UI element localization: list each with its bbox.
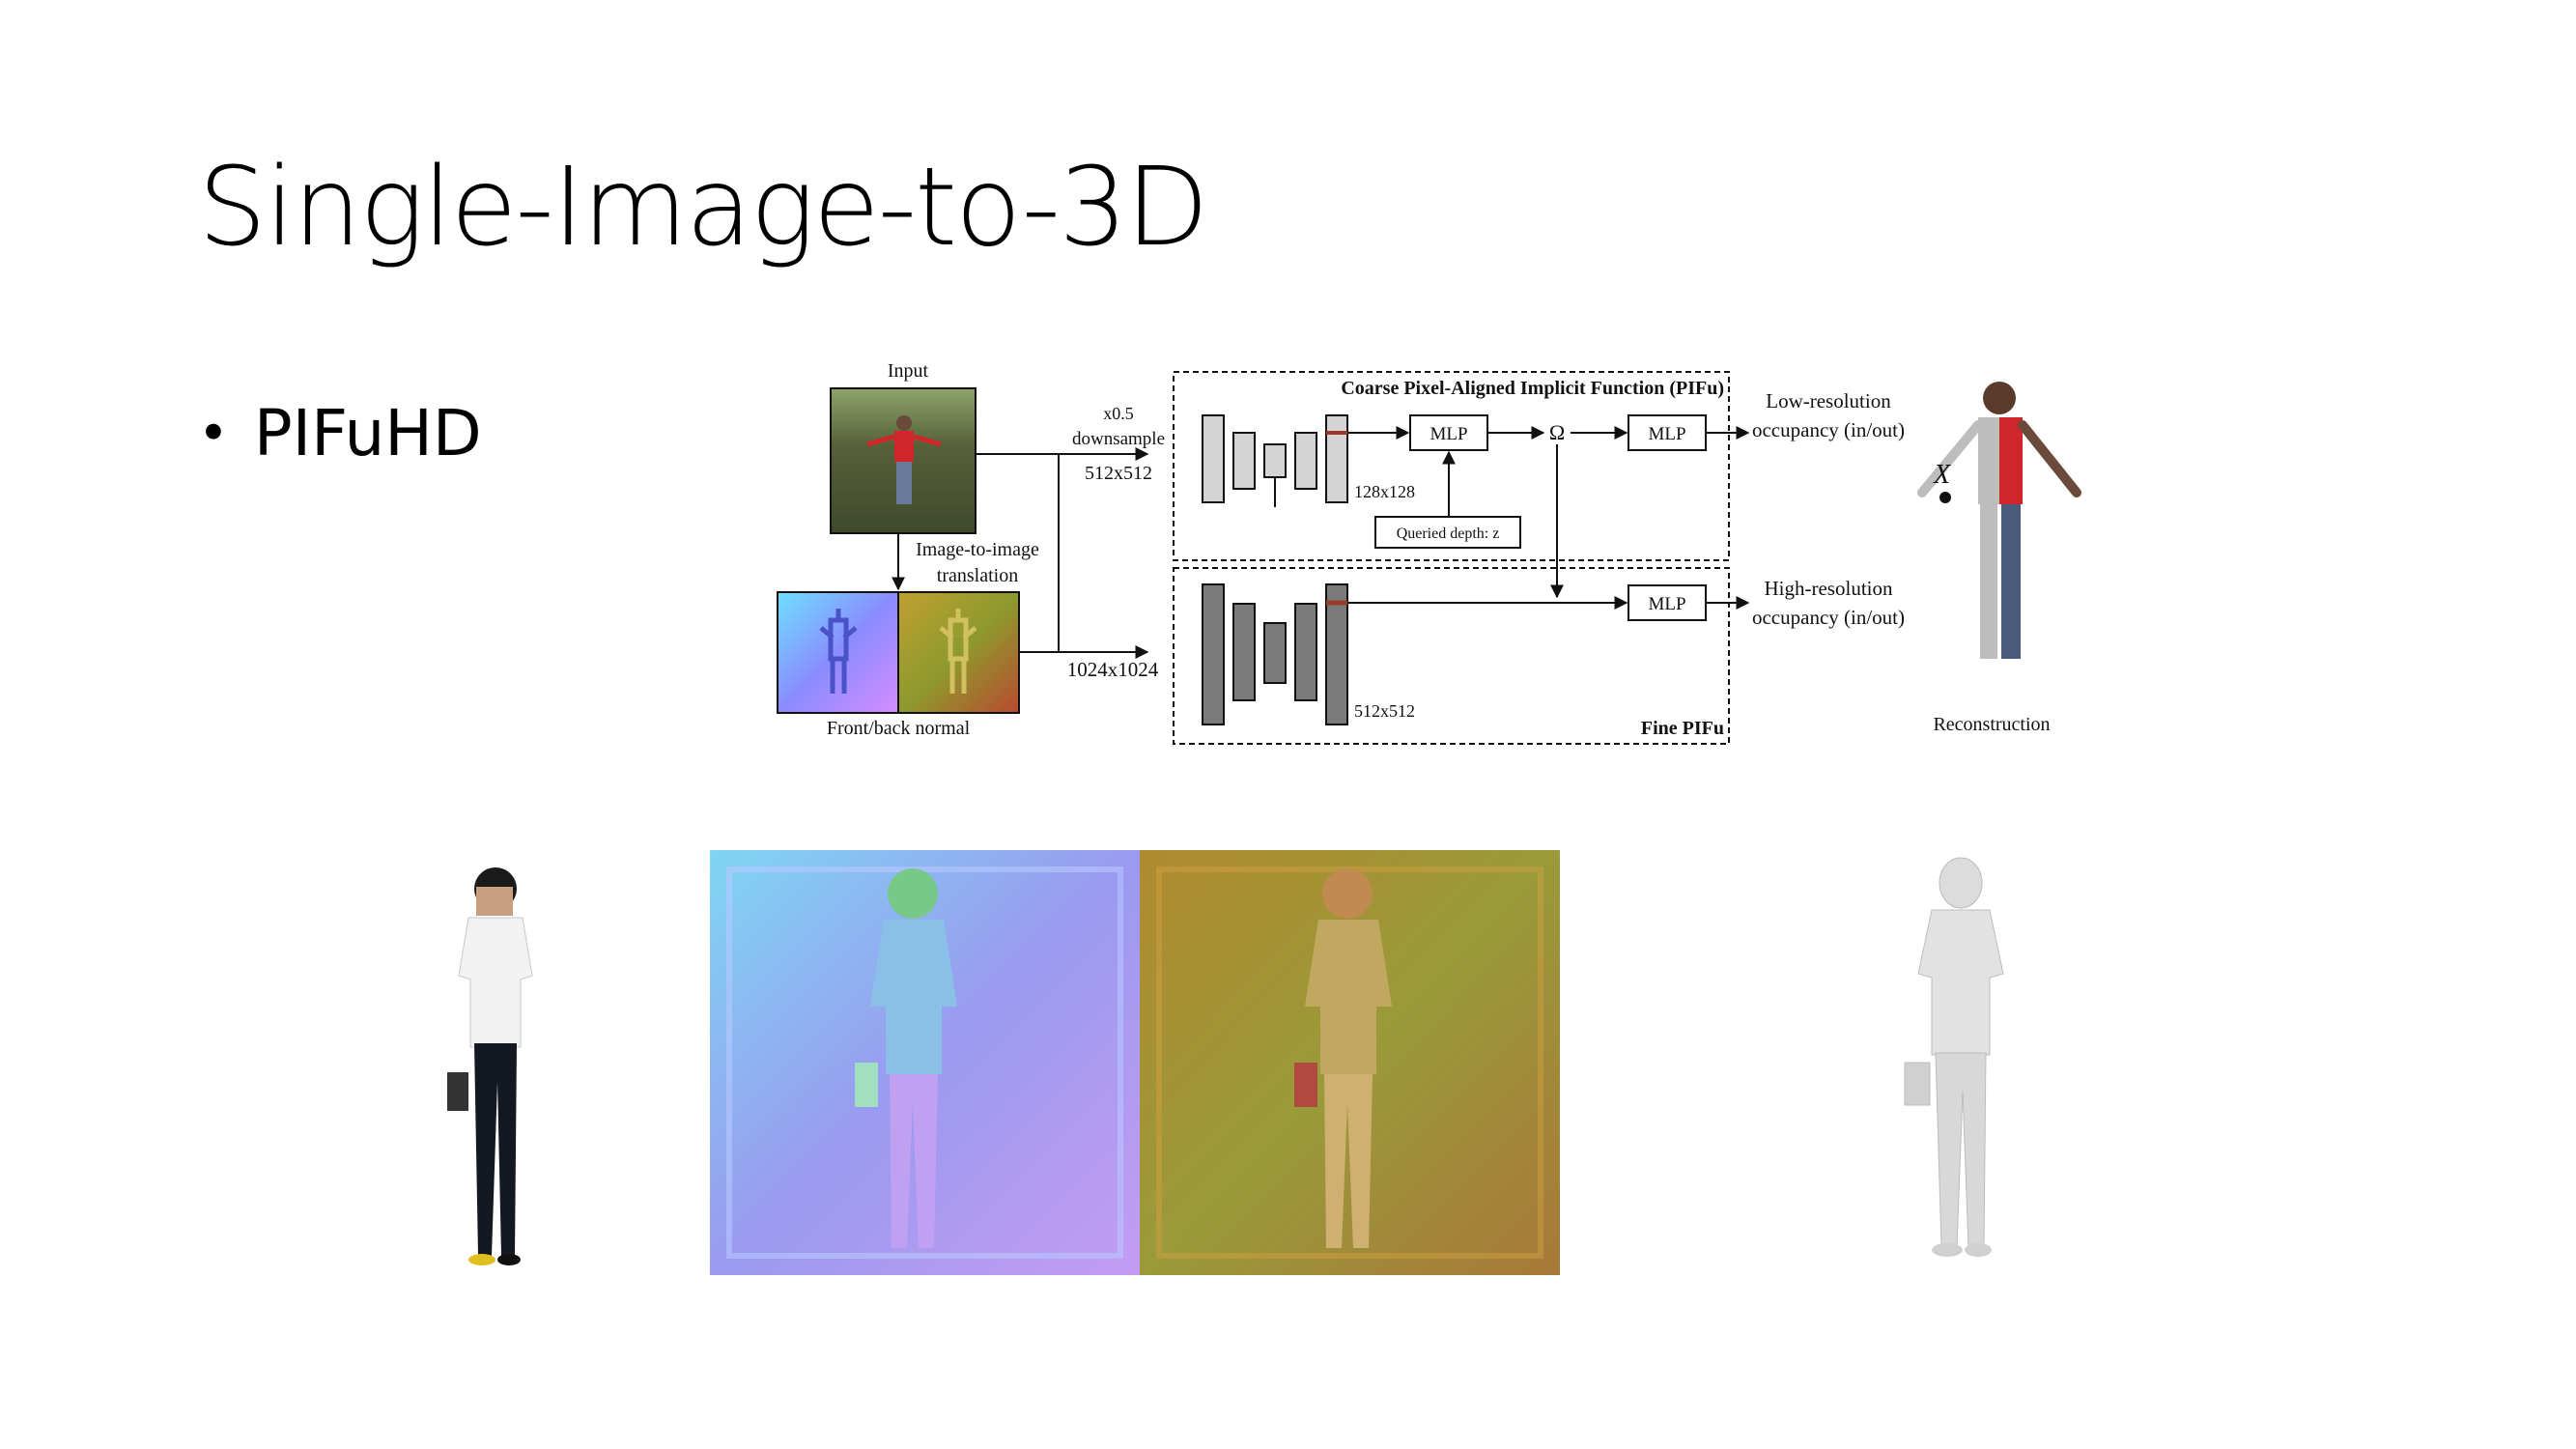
bullet-dot-icon: •: [198, 403, 229, 464]
fine-encoder: [1202, 583, 1348, 725]
coarse-feature-size: 128x128: [1354, 482, 1415, 501]
high-res-output-label-2: occupancy (in/out): [1752, 606, 1905, 629]
front-normal-map: [777, 591, 899, 714]
sample-reconstruction-mesh: [1835, 850, 2125, 1275]
downsample-label: x0.5: [1103, 404, 1134, 423]
sample-front-normal-map: [710, 850, 1140, 1275]
low-res-output-label-2: occupancy (in/out): [1752, 418, 1905, 441]
translation-label-2: translation: [937, 565, 1018, 586]
translation-label: Image-to-image: [916, 539, 1039, 560]
coarse-mlp-label: MLP: [1430, 424, 1467, 444]
low-res-output-label: Low-resolution: [1766, 389, 1891, 412]
high-res-output-label: High-resolution: [1765, 577, 1893, 600]
fine-feature-size: 512x512: [1354, 701, 1415, 721]
input-label: Input: [888, 360, 929, 382]
downsample-label-2: downsample: [1072, 429, 1165, 449]
coarse-output-mlp-label: MLP: [1648, 424, 1685, 444]
fine-resolution-label: 1024x1024: [1067, 658, 1159, 681]
reconstruction-label: Reconstruction: [1933, 714, 2050, 735]
coarse-resolution-label: 512x512: [1085, 463, 1152, 484]
fine-mlp-label: MLP: [1648, 594, 1685, 614]
normal-caption: Front/back normal: [827, 718, 971, 739]
omega-symbol: Ω: [1549, 420, 1565, 444]
reconstruction-figure: [1917, 382, 2081, 659]
pifuhd-architecture-diagram: Input Front/back normal Image-to-image t…: [753, 348, 2135, 753]
bullet-text: PIFuHD: [253, 396, 482, 470]
queried-depth-label: Queried depth: z: [1397, 526, 1500, 542]
x-symbol: X: [1933, 460, 1951, 490]
back-normal-map: [897, 591, 1020, 714]
sample-back-normal-map: [1140, 850, 1560, 1275]
input-photo: [830, 387, 977, 534]
coarse-pifu-title: Coarse Pixel-Aligned Implicit Function (…: [1341, 378, 1724, 399]
bullet-item: • PIFuHD: [198, 396, 482, 470]
coarse-encoder: [1202, 414, 1348, 507]
fine-pifu-title: Fine PIFu: [1641, 718, 1724, 739]
slide-title: Single-Image-to-3D: [198, 145, 1209, 270]
sample-input-photo: [285, 850, 700, 1275]
